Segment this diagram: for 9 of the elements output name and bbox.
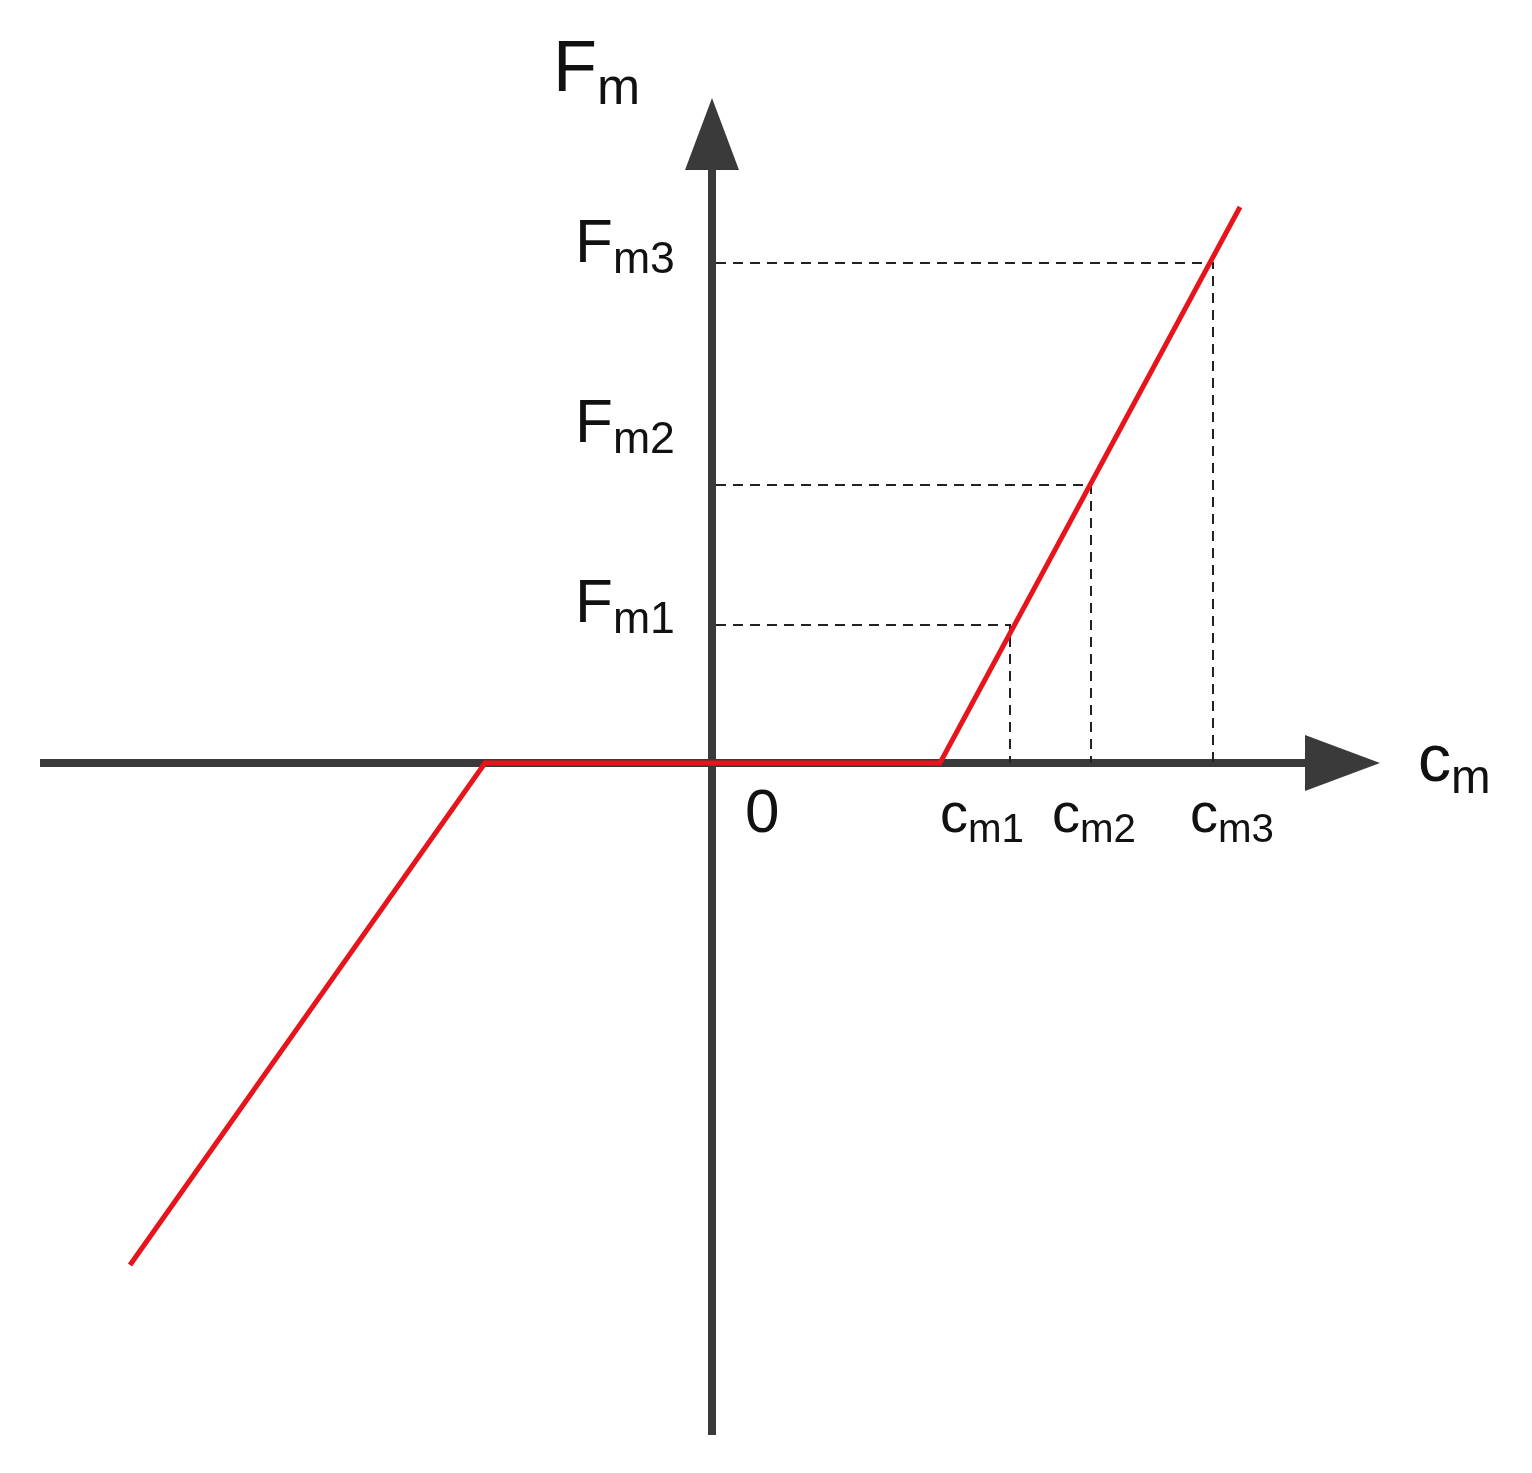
tick-label: F$_{m2}$ [575, 390, 675, 461]
tick-label: c$_{m3}$ [1190, 785, 1274, 849]
tick-label: c$_{m1}$ [940, 785, 1024, 849]
tick-label: F$_{m3}$ [575, 210, 675, 281]
tick-label: c$_{m2}$ [1052, 785, 1136, 849]
axis-label: c$_{m}$ [1418, 725, 1491, 801]
axis-label: F$_{m}$ [553, 30, 641, 113]
tick-label: F$_{m1}$ [575, 570, 675, 641]
origin-label: 0 [745, 780, 780, 842]
